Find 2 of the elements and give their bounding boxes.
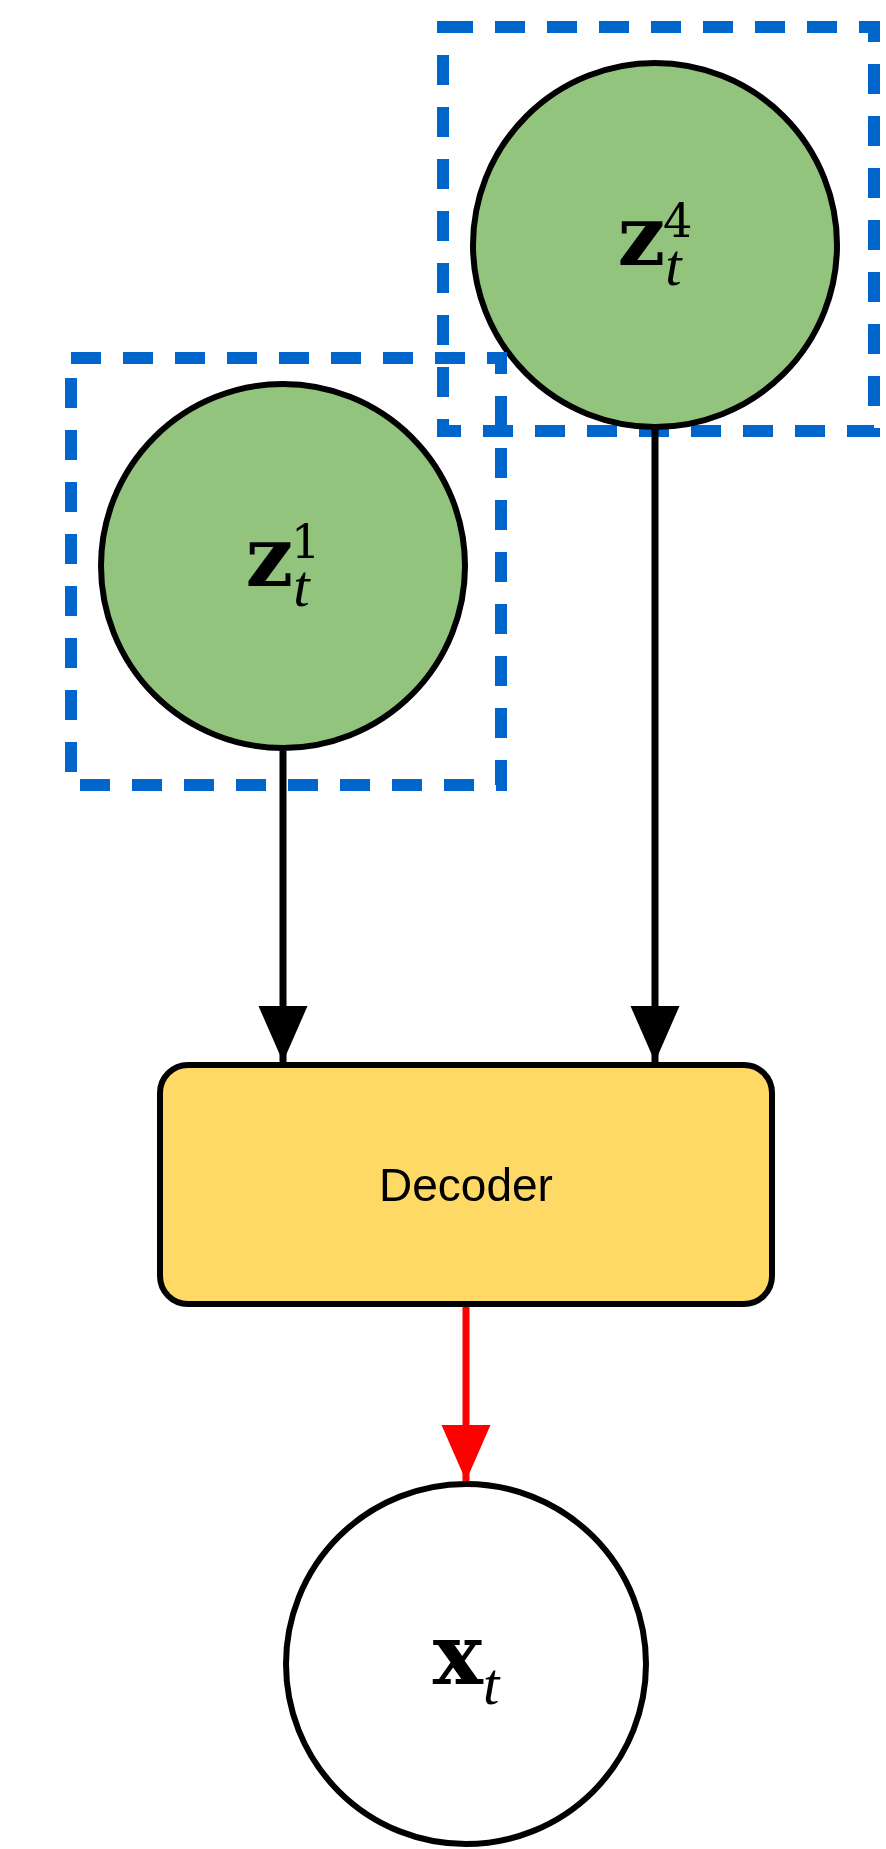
variable-label: x$_{t}$ bbox=[432, 1612, 500, 1716]
box-label: Decoder bbox=[379, 1157, 553, 1212]
